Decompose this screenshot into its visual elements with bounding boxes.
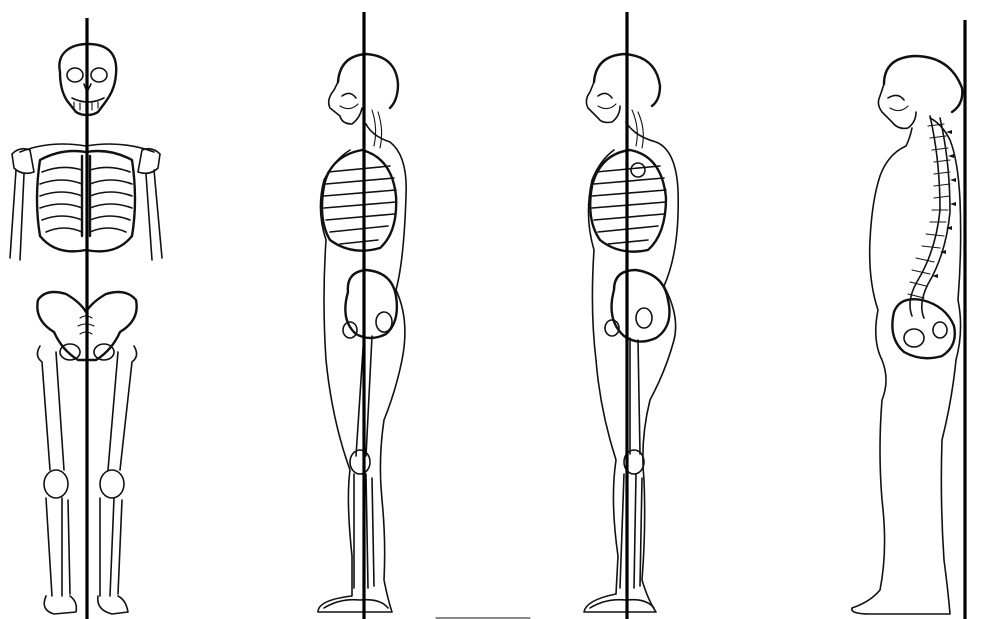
body-outline-lateral-3 bbox=[852, 118, 961, 614]
left-femur bbox=[108, 346, 137, 470]
rib-cage-lateral-1 bbox=[322, 150, 396, 251]
cervical-spine-2 bbox=[632, 110, 643, 148]
left-foot bbox=[98, 596, 128, 614]
right-femur bbox=[37, 346, 64, 470]
foot-lateral-1 bbox=[324, 600, 388, 608]
right-knee bbox=[44, 470, 68, 498]
femur-lateral-2 bbox=[630, 338, 640, 454]
right-tibia-fibula bbox=[46, 498, 70, 596]
knee-lateral-1 bbox=[350, 450, 370, 474]
right-humerus bbox=[10, 170, 24, 260]
left-shoulder bbox=[138, 149, 160, 174]
panel-lateral-3 bbox=[852, 20, 965, 619]
tibia-lateral-2 bbox=[620, 474, 642, 588]
spinal-column bbox=[908, 116, 956, 318]
head-lateral-2 bbox=[586, 54, 660, 123]
left-humerus bbox=[146, 170, 162, 260]
pelvis-lateral-2 bbox=[605, 270, 670, 342]
pelvis-lateral-3 bbox=[892, 299, 954, 358]
head-lateral-3 bbox=[878, 56, 962, 128]
panel-lateral-2 bbox=[584, 12, 678, 619]
panel-lateral-1 bbox=[318, 12, 406, 619]
panel-anterior-skeleton bbox=[10, 18, 162, 619]
left-tibia-fibula bbox=[100, 498, 122, 596]
pelvis-lateral-1 bbox=[343, 270, 397, 338]
cervical-spine-1 bbox=[372, 110, 382, 148]
foot-lateral-2 bbox=[590, 600, 654, 608]
right-foot bbox=[44, 596, 76, 614]
left-knee bbox=[100, 470, 124, 498]
